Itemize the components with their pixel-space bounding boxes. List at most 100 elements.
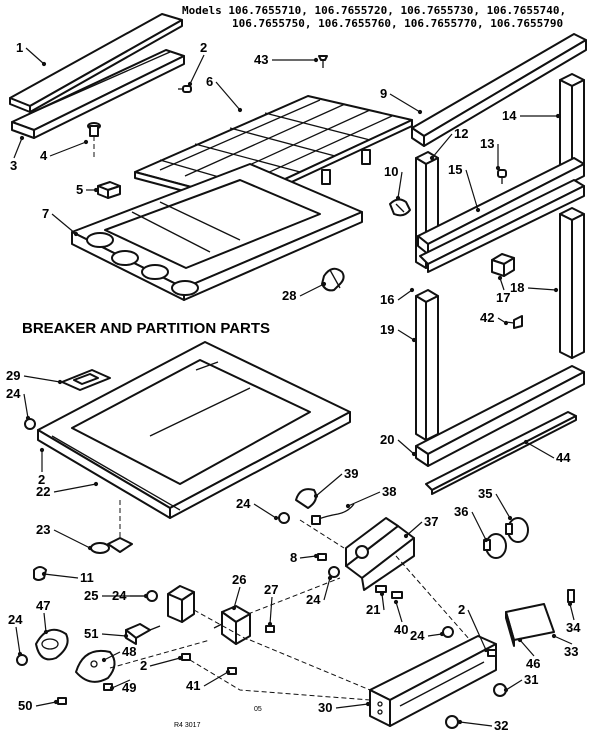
leader-28-a19 xyxy=(299,283,325,297)
leader-47-a39 xyxy=(43,612,47,633)
part-label-6-a5: 6 xyxy=(206,74,213,89)
part-21-screw xyxy=(375,585,387,593)
part-label-23-a25: 23 xyxy=(36,522,50,537)
part-2-screw-right xyxy=(487,649,497,657)
part-label-32-a48: 32 xyxy=(494,718,508,733)
part-label-33-a46: 33 xyxy=(564,644,578,659)
leader-tip-18-a16 xyxy=(553,287,559,293)
part-label-18-a16: 18 xyxy=(510,280,524,295)
part-1-trim-rail xyxy=(9,13,185,139)
leader-tip-2-b5 xyxy=(39,447,45,453)
part-44-strip xyxy=(425,411,577,495)
leader-tip-17-a15 xyxy=(497,275,503,281)
leader-30-a44 xyxy=(335,703,369,709)
part-27-screw xyxy=(265,625,275,633)
leader-tip-32-a48 xyxy=(457,719,463,725)
leader-24-b0 xyxy=(253,503,277,519)
part-24-nut-mid xyxy=(328,566,340,578)
leader-tip-2-b7 xyxy=(483,647,489,653)
leader-tip-44-a21 xyxy=(523,439,529,445)
part-47-bracket xyxy=(35,628,69,661)
leader-50-a42 xyxy=(35,701,57,707)
leader-26-a35 xyxy=(233,586,241,609)
leader-tip-15-a13 xyxy=(475,207,481,213)
leader-20-a20 xyxy=(397,439,415,455)
leader-tip-19-a17 xyxy=(411,337,417,343)
leader-tip-39-a26 xyxy=(313,493,319,499)
models-header-line2: 106.7655750, 106.7655760, 106.7655770, 1… xyxy=(232,17,563,30)
part-16-switch xyxy=(491,253,515,277)
part-25-relay xyxy=(167,585,195,623)
leader-4-a3 xyxy=(49,141,87,157)
leader-tip-46-a45 xyxy=(517,637,523,643)
leader-tip-4-a3 xyxy=(83,139,89,145)
leader-tip-13-a11 xyxy=(495,165,501,171)
leader-tip-35-a30 xyxy=(507,515,513,521)
part-label-24-b4: 24 xyxy=(410,628,425,643)
part-5-block xyxy=(97,181,121,199)
leader-10-a9 xyxy=(397,171,403,199)
leader-tip-22-a24 xyxy=(93,481,99,487)
part-24-nut-25 xyxy=(146,590,158,602)
leader-35-a30 xyxy=(495,493,511,519)
part-label-5-a4: 5 xyxy=(76,182,83,197)
part-label-39-a26: 39 xyxy=(344,466,358,481)
leader-tip-40-a34 xyxy=(393,599,399,605)
part-label-26-a35: 26 xyxy=(232,572,246,587)
part-20-bottom-bar xyxy=(415,365,585,467)
part-label-3-a2: 3 xyxy=(10,158,17,173)
part-label-24-a23: 24 xyxy=(6,386,21,401)
part-label-9-a8: 9 xyxy=(380,86,387,101)
part-label-12-a10: 12 xyxy=(454,126,468,141)
part-label-51-a38: 51 xyxy=(84,626,98,641)
leader-tip-27-a36 xyxy=(267,621,273,627)
leader-2-b6 xyxy=(149,657,181,667)
part-label-22-a24: 22 xyxy=(36,484,50,499)
leader-tip-24-b0 xyxy=(273,515,279,521)
leader-tip-51-a38 xyxy=(123,633,129,639)
part-51-terminal xyxy=(125,623,161,645)
leader-tip-26-a35 xyxy=(231,605,237,611)
part-label-37-a28: 37 xyxy=(424,514,438,529)
leader-17-a15 xyxy=(499,277,505,291)
part-label-1-a0: 1 xyxy=(16,40,23,55)
part-33-cover xyxy=(505,603,555,647)
leader-tip-34-a49 xyxy=(567,601,573,607)
leader-18-a16 xyxy=(527,287,557,291)
leader-tip-2-a1 xyxy=(187,81,193,87)
part-label-2-b5: 2 xyxy=(38,472,45,487)
leader-27-a36 xyxy=(269,596,273,625)
part-label-27-a36: 27 xyxy=(264,582,278,597)
part-4-plug xyxy=(87,122,101,160)
part-label-4-a3: 4 xyxy=(40,148,48,163)
leader-tip-12-a10 xyxy=(429,155,435,161)
leader-tip-29-a22 xyxy=(57,379,63,385)
wiring-paths xyxy=(109,500,471,701)
part-label-21-a33: 21 xyxy=(366,602,380,617)
part-label-31-a47: 31 xyxy=(524,672,538,687)
part-label-15-a13: 15 xyxy=(448,162,462,177)
part-label-28-a19: 28 xyxy=(282,288,296,303)
leader-tip-38-a27 xyxy=(345,503,351,509)
leader-44-a21 xyxy=(525,441,555,459)
leader-21-a33 xyxy=(381,593,385,611)
part-22-partition xyxy=(37,341,351,519)
leader-9-a8 xyxy=(389,93,421,113)
part-label-10-a9: 10 xyxy=(384,164,398,179)
leader-tip-33-a46 xyxy=(551,633,557,639)
leader-40-a34 xyxy=(395,601,403,623)
part-label-35-a30: 35 xyxy=(478,486,492,501)
part-32-knob xyxy=(445,715,459,729)
leader-34-a49 xyxy=(569,603,575,621)
part-label-40-a34: 40 xyxy=(394,622,408,637)
leader-tip-30-a44 xyxy=(365,701,371,707)
section-title: BREAKER AND PARTITION PARTS xyxy=(22,320,270,337)
part-label-42-a18: 42 xyxy=(480,310,494,325)
part-13-screw xyxy=(497,169,507,184)
leader-tip-31-a47 xyxy=(503,687,509,693)
part-28-clip xyxy=(321,267,345,292)
leader-3-a2 xyxy=(13,137,23,159)
part-50-screw xyxy=(57,697,67,705)
